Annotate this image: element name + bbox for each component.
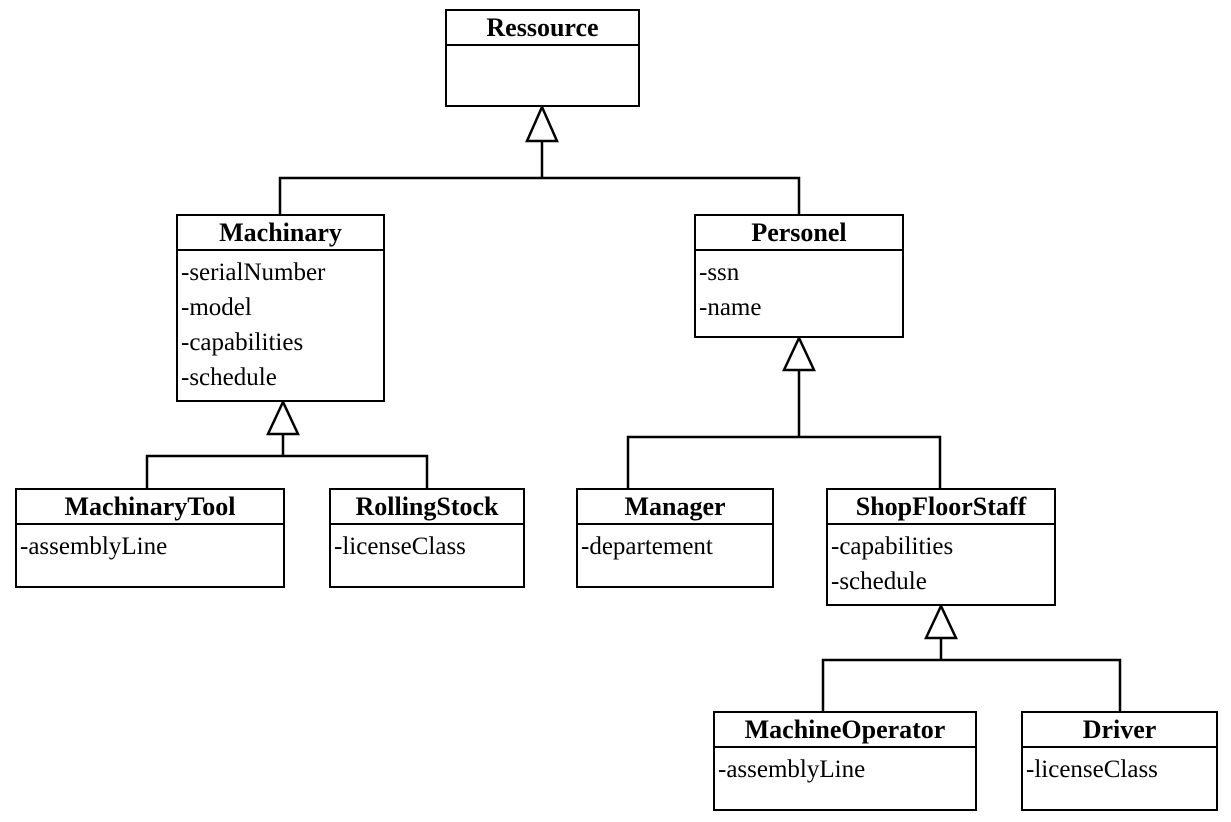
attribute: -licenseClass — [334, 533, 466, 560]
class-attributes: -licenseClass — [331, 525, 523, 564]
attribute: -schedule — [181, 364, 277, 391]
attribute: -assemblyLine — [20, 533, 168, 560]
class-machine-operator: MachineOperator -assemblyLine — [713, 711, 977, 811]
class-attributes: -capabilities -schedule — [828, 525, 1054, 599]
attribute: -assemblyLine — [718, 756, 866, 783]
inheritance-line-machinary — [145, 454, 429, 488]
class-attributes: -licenseClass — [1023, 748, 1216, 787]
class-attributes: -assemblyLine — [17, 525, 283, 564]
class-shop-floor-staff: ShopFloorStaff -capabilities -schedule — [826, 488, 1056, 606]
attribute: -schedule — [831, 568, 927, 595]
class-name: MachineOperator — [715, 713, 975, 748]
class-attributes — [447, 46, 638, 50]
class-name: Manager — [578, 490, 772, 525]
attribute: -model — [181, 294, 252, 321]
generalization-arrow-ressource — [525, 103, 559, 143]
class-name: ShopFloorStaff — [828, 490, 1054, 525]
inheritance-line-shop-floor-staff — [821, 658, 1122, 711]
class-name: Ressource — [447, 11, 638, 46]
generalization-arrow-machinary — [266, 399, 300, 436]
class-attributes: -ssn -name — [696, 251, 902, 325]
class-attributes: -assemblyLine — [715, 748, 975, 787]
generalization-arrow-shop-floor-staff — [924, 603, 958, 640]
class-machinary-tool: MachinaryTool -assemblyLine — [15, 488, 285, 588]
class-ressource: Ressource — [445, 9, 640, 107]
generalization-arrow-personel — [782, 335, 816, 372]
class-machinary: Machinary -serialNumber -model -capabili… — [176, 214, 385, 402]
attribute: -name — [699, 294, 762, 321]
class-name: Driver — [1023, 713, 1216, 748]
class-name: Machinary — [178, 216, 383, 251]
class-name: MachinaryTool — [17, 490, 283, 525]
attribute: -ssn — [699, 259, 740, 286]
attribute: -capabilities — [831, 533, 954, 560]
attribute: -departement — [581, 533, 713, 560]
class-attributes: -serialNumber -model -capabilities -sche… — [178, 251, 383, 395]
class-name: RollingStock — [331, 490, 523, 525]
attribute: -licenseClass — [1026, 756, 1158, 783]
inheritance-line-ressource — [278, 176, 801, 214]
class-attributes: -departement — [578, 525, 772, 564]
class-manager: Manager -departement — [576, 488, 774, 588]
class-name: Personel — [696, 216, 902, 251]
class-rolling-stock: RollingStock -licenseClass — [329, 488, 525, 588]
attribute: -capabilities — [181, 329, 304, 356]
attribute: -serialNumber — [181, 259, 326, 286]
inheritance-line-personel — [626, 435, 942, 488]
class-driver: Driver -licenseClass — [1021, 711, 1218, 811]
class-personel: Personel -ssn -name — [694, 214, 904, 338]
